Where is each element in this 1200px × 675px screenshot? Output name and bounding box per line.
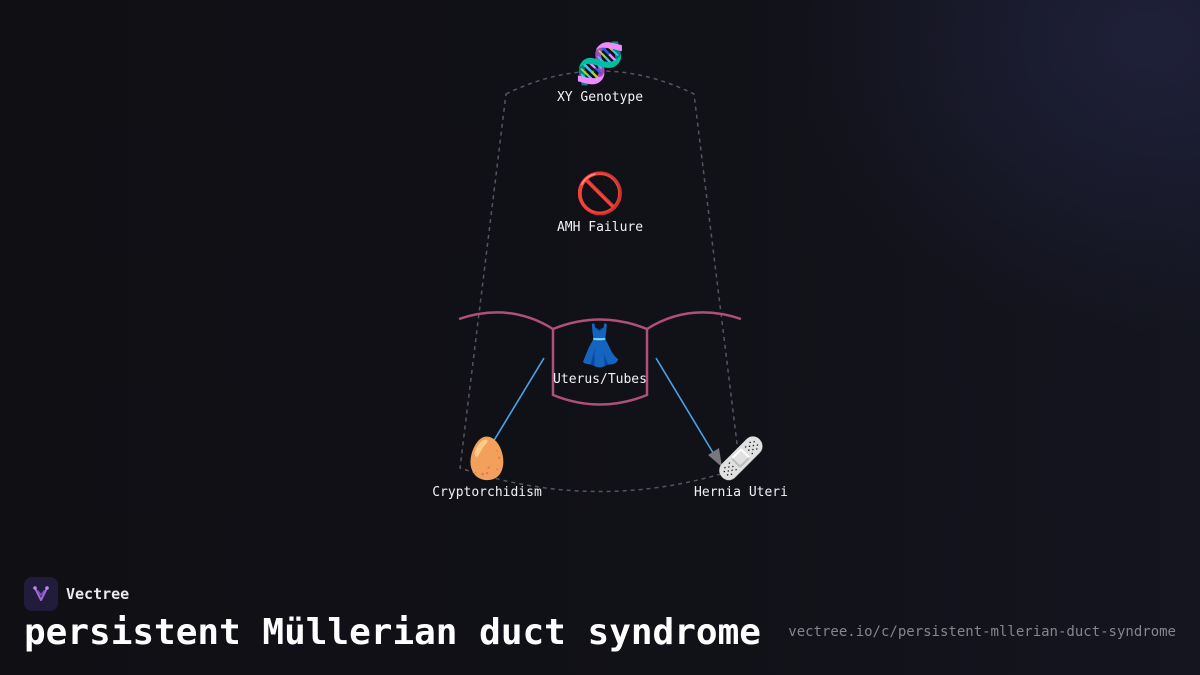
diagram-outline <box>459 70 741 493</box>
node-label: Hernia Uteri <box>694 485 788 500</box>
node-xy-genotype: 🧬 XY Genotype <box>557 42 643 105</box>
node-uterus-tubes: 👗 Uterus/Tubes <box>553 324 647 387</box>
dna-icon: 🧬 <box>575 41 625 87</box>
egg-icon: 🥚 <box>462 436 512 482</box>
brand: Vectree <box>24 577 129 611</box>
uterus-shape <box>458 311 742 406</box>
prohibited-icon: 🚫 <box>575 171 625 217</box>
node-label: Uterus/Tubes <box>553 372 647 387</box>
node-label: XY Genotype <box>556 90 644 105</box>
dress-icon: 👗 <box>575 323 625 369</box>
bandage-icon: 🩹 <box>716 436 766 482</box>
source-url[interactable]: vectree.io/c/persistent-mllerian-duct-sy… <box>788 624 1176 640</box>
vectree-logo-icon <box>24 577 58 611</box>
edge-uterus-cryptorchidism <box>489 357 545 448</box>
node-hernia-uteri: 🩹 Hernia Uteri <box>694 437 788 500</box>
node-amh-failure: 🚫 AMH Failure <box>557 172 643 235</box>
node-label: AMH Failure <box>556 220 644 235</box>
arrow-head <box>708 448 722 467</box>
edge-uterus-hernia <box>655 357 716 457</box>
page-title: persistent Müllerian duct syndrome <box>24 612 761 653</box>
node-label: Cryptorchidism <box>432 485 542 500</box>
brand-name: Vectree <box>66 585 130 603</box>
node-cryptorchidism: 🥚 Cryptorchidism <box>432 437 542 500</box>
